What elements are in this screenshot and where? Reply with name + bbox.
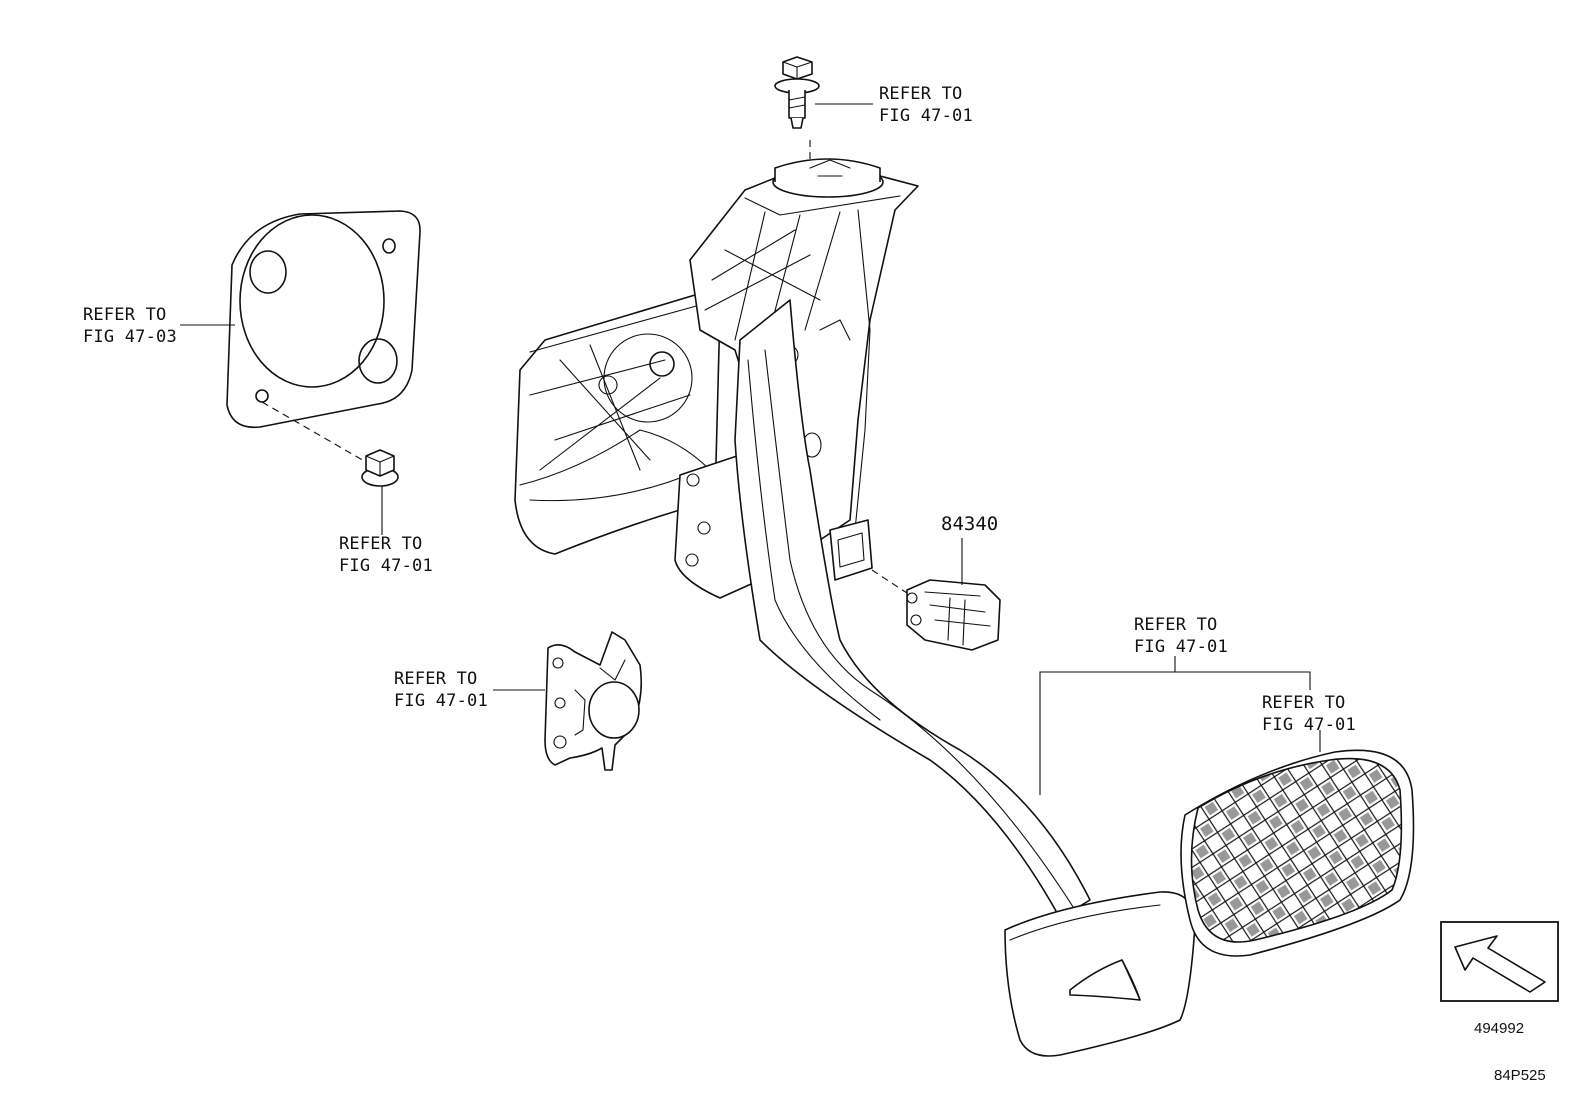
rubber-pad-cover	[1180, 749, 1415, 957]
callout-bracket-line2: FIG 47-01	[394, 691, 488, 711]
gasket-plate	[226, 210, 421, 429]
callout-pedal-arm-line1: REFER TO	[1134, 615, 1217, 635]
callout-gasket-line2: FIG 47-03	[83, 327, 177, 347]
callout-nut-line1: REFER TO	[339, 534, 422, 554]
callout-pad-line2: FIG 47-01	[1262, 715, 1356, 735]
pedal-pad-plate	[1004, 891, 1196, 1057]
callout-bolt-top-line1: REFER TO	[879, 84, 962, 104]
callout-nut-line2: FIG 47-01	[339, 556, 433, 576]
part-number-switch: 84340	[941, 513, 998, 535]
vehicle-front-direction-box	[1440, 921, 1559, 1002]
callout-pad-line1: REFER TO	[1262, 693, 1345, 713]
stop-lamp-switch	[906, 579, 1001, 651]
brake-pedal-arm	[734, 299, 1091, 919]
lower-bracket	[544, 631, 643, 771]
pedal-support-bracket	[514, 158, 919, 599]
callout-pedal-arm-line2: FIG 47-01	[1134, 637, 1228, 657]
callout-bracket-line1: REFER TO	[394, 669, 477, 689]
figure-code: 84P525	[1494, 1067, 1546, 1084]
callout-gasket-line1: REFER TO	[83, 305, 166, 325]
flange-nut	[361, 449, 399, 487]
mounting-bolt	[774, 56, 820, 129]
callout-bolt-top-line2: FIG 47-01	[879, 106, 973, 126]
front-direction-arrow-icon	[1454, 935, 1546, 993]
direction-box-code: 494992	[1474, 1020, 1524, 1037]
